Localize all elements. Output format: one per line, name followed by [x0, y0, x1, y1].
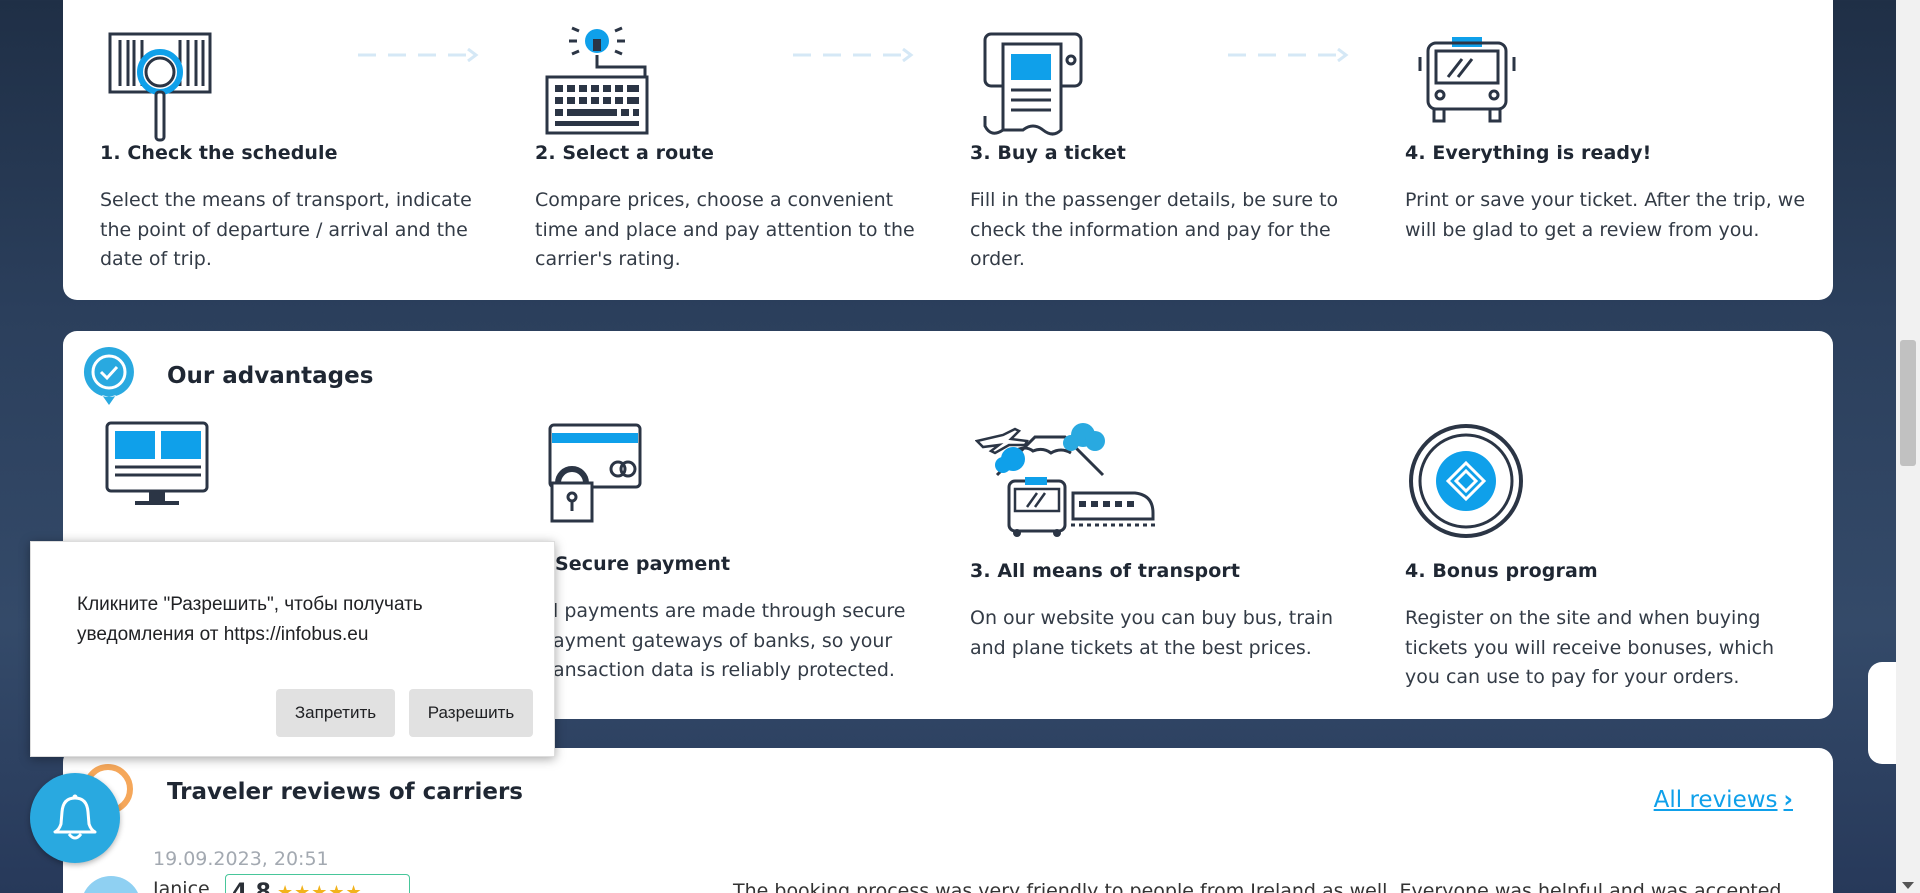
checkmark-badge-icon — [82, 345, 136, 411]
bell-icon — [53, 794, 97, 840]
notification-bell-button[interactable] — [30, 773, 120, 863]
step-1-title: 1. Check the schedule — [100, 142, 338, 164]
all-reviews-link[interactable]: All reviews › — [1654, 787, 1793, 813]
advantage-4-description: Register on the site and when buying tic… — [1405, 607, 1775, 688]
scrollbar-thumb[interactable] — [1900, 340, 1916, 466]
advantages-title: Our advantages — [167, 363, 374, 389]
review-author: Janice — [153, 878, 210, 893]
arrow-right-icon — [358, 48, 479, 62]
how-it-works-card: 1. Check the schedule Select the means o… — [63, 0, 1833, 300]
barcode-magnifier-icon — [108, 30, 218, 150]
chevron-right-icon: › — [1783, 787, 1793, 813]
phone-ticket-icon — [983, 30, 1093, 146]
advantage-3-description: On our website you can buy bus, train an… — [970, 607, 1334, 659]
step-2-description: Compare prices, choose a convenient time… — [535, 189, 915, 270]
review-date: 19.09.2023, 20:51 — [153, 848, 329, 870]
deny-button[interactable]: Запретить — [276, 689, 395, 737]
step-4-description: Print or save your ticket. After the tri… — [1405, 189, 1806, 241]
advantage-3-title: 3. All means of transport — [970, 560, 1241, 582]
reviews-card: Traveler reviews of carriers All reviews… — [63, 748, 1833, 893]
step-4-title: 4. Everything is ready! — [1405, 142, 1652, 164]
notification-permission-dialog: Кликните "Разрешить", чтобы получать уве… — [30, 541, 555, 757]
notification-message: Кликните "Разрешить", чтобы получать уве… — [77, 594, 423, 645]
step-3-title: 3. Buy a ticket — [970, 142, 1126, 164]
bonus-target-icon — [1408, 423, 1526, 545]
advantage-4-title: 4. Bonus program — [1405, 560, 1598, 582]
step-3-description: Fill in the passenger details, be sure t… — [970, 189, 1339, 270]
side-widget-tab[interactable] — [1868, 662, 1896, 764]
review-text: The booking process was very friendly to… — [733, 880, 1782, 893]
scroll-down-arrow-icon[interactable] — [1902, 882, 1914, 889]
arrow-right-icon — [793, 48, 914, 62]
avatar — [81, 876, 141, 893]
transport-icon — [974, 421, 1155, 541]
reviews-title: Traveler reviews of carriers — [167, 779, 523, 805]
rating-score: 4.8 — [232, 879, 271, 893]
allow-button[interactable]: Разрешить — [409, 689, 533, 737]
arrow-right-icon — [1228, 48, 1349, 62]
bus-front-icon — [1418, 35, 1518, 129]
keyboard-lightbulb-icon — [545, 25, 655, 141]
star-icons: ★★★★★ — [276, 881, 363, 893]
step-1-description: Select the means of transport, indicate … — [100, 189, 472, 270]
monitor-icon — [105, 421, 209, 511]
card-lock-icon — [548, 423, 644, 529]
step-2-title: 2. Select a route — [535, 142, 715, 164]
all-reviews-label: All reviews — [1653, 787, 1778, 813]
advantage-2-description: l payments are made through secure aymen… — [553, 600, 906, 681]
page-scrollbar[interactable] — [1896, 0, 1920, 893]
advantage-2-title: Secure payment — [555, 553, 731, 575]
rating-badge: 4.8 ★★★★★ — [225, 874, 410, 893]
